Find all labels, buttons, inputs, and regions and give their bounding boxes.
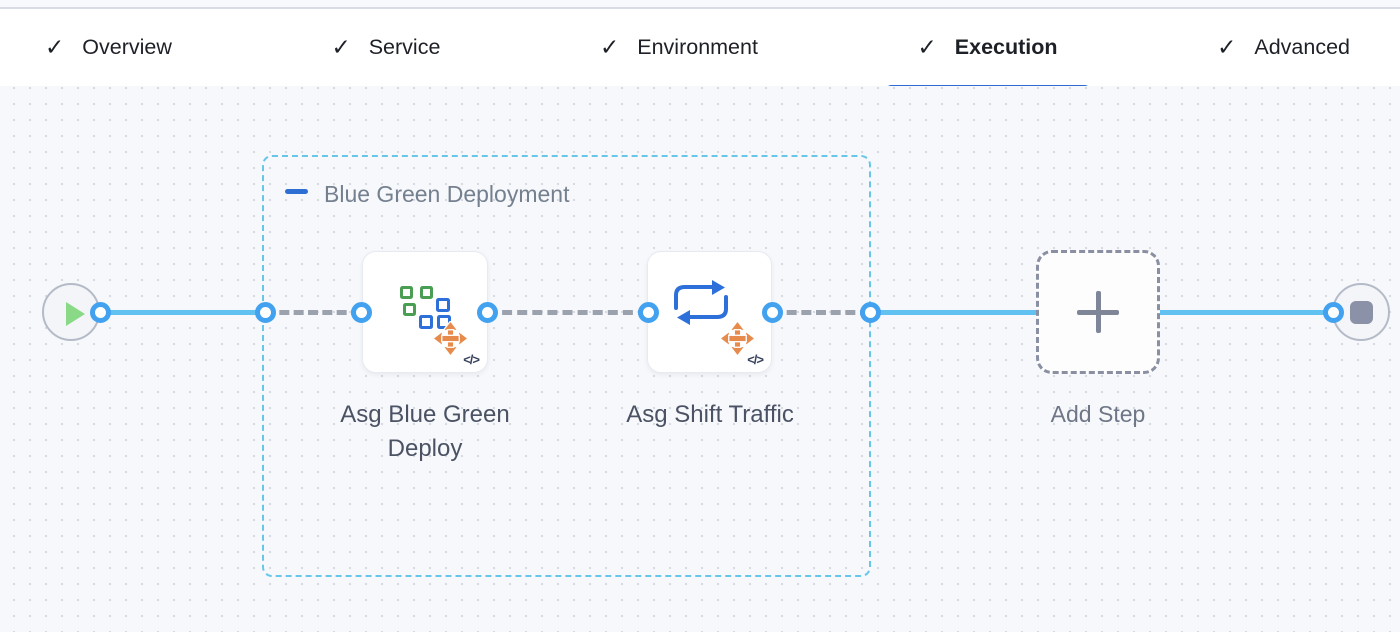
window-top-strip bbox=[0, 0, 1400, 7]
add-step-label: Add Step bbox=[1050, 401, 1146, 427]
connector-port[interactable] bbox=[90, 302, 111, 323]
stage-tabbar: ✓ Overview ✓ Service ✓ Environment ✓ Exe… bbox=[0, 9, 1400, 93]
group-label: Blue Green Deployment bbox=[324, 181, 570, 207]
end-node bbox=[1332, 283, 1390, 341]
connector-port[interactable] bbox=[1323, 302, 1344, 323]
tab-advanced[interactable]: ✓ Advanced bbox=[1185, 9, 1382, 86]
tab-label: Execution bbox=[954, 35, 1058, 59]
step-node-asg-shift-traffic[interactable]: </> bbox=[647, 251, 772, 373]
move-icon[interactable] bbox=[720, 321, 755, 356]
tab-label: Environment bbox=[637, 35, 758, 59]
pipeline-canvas[interactable]: Blue Green Deployment bbox=[0, 86, 1400, 632]
edge-step2-to-group bbox=[772, 310, 870, 315]
tab-execution[interactable]: ✓ Execution bbox=[885, 9, 1090, 93]
connector-port[interactable] bbox=[860, 302, 881, 323]
stop-icon bbox=[1350, 301, 1373, 324]
asg-shift-traffic-icon bbox=[674, 280, 728, 325]
connector-port[interactable] bbox=[255, 302, 276, 323]
tab-overview[interactable]: ✓ Overview bbox=[13, 9, 204, 86]
tab-environment[interactable]: ✓ Environment bbox=[568, 9, 790, 86]
edge-start-to-group bbox=[100, 310, 265, 315]
top-strip-divider bbox=[0, 7, 1400, 9]
connector-port[interactable] bbox=[351, 302, 372, 323]
step-label-asg-shift-traffic: Asg Shift Traffic bbox=[626, 401, 794, 428]
check-icon: ✓ bbox=[45, 34, 65, 60]
add-step-button[interactable] bbox=[1036, 250, 1160, 374]
connector-port[interactable] bbox=[762, 302, 783, 323]
tab-label: Service bbox=[368, 35, 441, 59]
edge-group-to-step1 bbox=[265, 310, 361, 315]
tab-service[interactable]: ✓ Service bbox=[299, 9, 472, 86]
play-icon bbox=[66, 302, 85, 326]
edge-step1-to-step2 bbox=[487, 310, 648, 315]
step-group-blue-green-deployment[interactable] bbox=[262, 155, 871, 577]
move-icon[interactable] bbox=[433, 321, 468, 356]
step-node-asg-blue-green-deploy[interactable]: </> bbox=[362, 251, 488, 373]
code-view-icon[interactable]: </> bbox=[747, 352, 764, 367]
check-icon: ✓ bbox=[1217, 34, 1237, 60]
connector-port[interactable] bbox=[477, 302, 498, 323]
step-label-asg-blue-green-deploy: Asg Blue Green Deploy bbox=[340, 401, 510, 462]
check-icon: ✓ bbox=[917, 34, 937, 60]
tab-label: Advanced bbox=[1254, 35, 1350, 59]
connector-port[interactable] bbox=[638, 302, 659, 323]
code-view-icon[interactable]: </> bbox=[463, 352, 480, 367]
collapse-group-icon[interactable] bbox=[285, 189, 308, 194]
check-icon: ✓ bbox=[599, 34, 620, 60]
plus-icon bbox=[1077, 291, 1119, 333]
tab-label: Overview bbox=[82, 35, 172, 59]
check-icon: ✓ bbox=[331, 34, 351, 60]
